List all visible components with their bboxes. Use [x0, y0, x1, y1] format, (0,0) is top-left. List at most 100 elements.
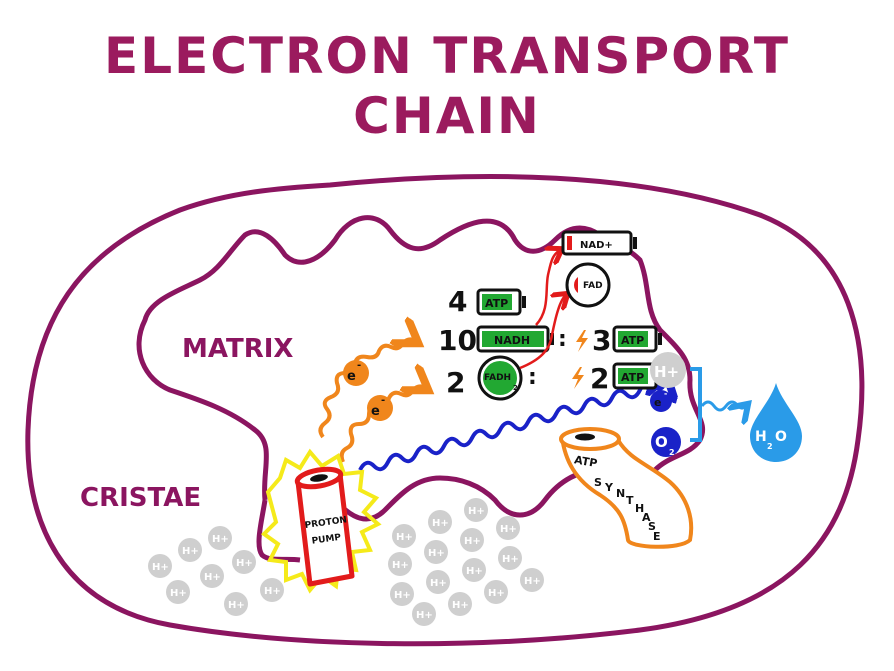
proton-reactant-label: H+: [654, 363, 679, 381]
proton-label: H+: [430, 578, 447, 589]
proton-label: H+: [212, 534, 229, 545]
water-drop: H 2 O: [750, 383, 802, 462]
proton-ion: H+: [232, 550, 256, 574]
proton-pump-label-2: PUMP: [311, 533, 342, 547]
cristae-label: CRISTAE: [80, 483, 201, 513]
lightning-icon: [572, 367, 584, 389]
proton-label: H+: [392, 560, 409, 571]
atp-label: ATP: [621, 334, 644, 347]
proton-label: H+: [228, 600, 245, 611]
proton-label: H+: [182, 546, 199, 557]
proton-label: H+: [428, 548, 445, 559]
water-o-label: O: [775, 429, 787, 445]
electron-particle-upper: e -: [343, 360, 369, 386]
proton-label: H+: [264, 586, 281, 597]
proton-label: H+: [416, 610, 433, 621]
water-subscript: 2: [767, 442, 773, 451]
proton-label: H+: [204, 572, 221, 583]
atp-synthase-label: ATP: [573, 453, 598, 470]
electron-reactant: e -: [650, 389, 672, 412]
proton-ion: H+: [462, 558, 486, 582]
fadh-to-fad-arrow: [519, 295, 566, 370]
proton-ion: H+: [412, 602, 436, 626]
oxygen-subscript: 2: [669, 448, 675, 457]
electron-particle-lower: e -: [367, 395, 393, 421]
fad-circle: FAD: [565, 262, 611, 308]
proton-ion: H+: [388, 552, 412, 576]
atp-label: ATP: [621, 371, 644, 384]
synthase-letter: E: [653, 530, 661, 543]
electron-charge: -: [381, 395, 385, 406]
nadh-ratio-separator: :: [558, 327, 567, 352]
electron-charge: -: [664, 389, 667, 398]
proton-ion: H+: [166, 580, 190, 604]
nad-plus-battery: NAD+: [561, 230, 637, 256]
proton-ion: H+: [498, 546, 522, 570]
proton-label: H+: [432, 518, 449, 529]
electron-label: e: [371, 404, 380, 419]
proton-cluster: H+H+H+H+H+H+H+H+H+H+H+H+H+H+H+H+H+H+H+H+…: [148, 498, 544, 626]
synthase-letter: S: [648, 520, 656, 533]
water-h-label: H: [755, 429, 767, 445]
proton-pump-glow: [260, 448, 382, 594]
nadh-label: NADH: [494, 334, 530, 347]
nadh-count: 10: [438, 324, 477, 357]
electron-label: e: [654, 396, 661, 409]
electron-label: e: [347, 369, 356, 384]
proton-ion: H+: [496, 516, 520, 540]
proton-ion: H+: [392, 524, 416, 548]
proton-ion: H+: [148, 554, 172, 578]
proton-ion: H+: [464, 498, 488, 522]
proton-ion: H+: [224, 592, 248, 616]
fad-label: FAD: [583, 281, 603, 291]
synthase-letter: A: [642, 511, 651, 524]
proton-label: H+: [394, 590, 411, 601]
proton-label: H+: [464, 536, 481, 547]
proton-label: H+: [488, 588, 505, 599]
reaction-bracket: [690, 367, 702, 442]
nadh-atp-count: 3: [592, 324, 611, 357]
proton-label: H+: [468, 506, 485, 517]
nad-label: NAD+: [580, 240, 613, 251]
atp-battery-2: ATP: [612, 325, 662, 353]
synthase-letter: Y: [604, 481, 614, 494]
synthase-letter: S: [594, 476, 602, 489]
fadh-subscript: 2: [513, 384, 518, 392]
inner-membrane: [136, 215, 706, 522]
proton-label: H+: [236, 558, 253, 569]
fadh2-circle: FADH 2: [477, 355, 523, 401]
proton-ion: H+: [426, 570, 450, 594]
title-line-1: ELECTRON TRANSPORT: [104, 27, 790, 85]
title-line-2: CHAIN: [353, 87, 541, 145]
proton-pump: PROTON PUMP: [294, 466, 355, 587]
nadh-battery: NADH: [476, 325, 554, 353]
atp-label: ATP: [485, 297, 508, 310]
nadh-to-nad-arrow: [535, 250, 560, 326]
proton-ion: H+: [484, 580, 508, 604]
electron-path-blue: [358, 380, 666, 472]
synthase-letter: T: [626, 494, 634, 507]
fadh-atp-count: 2: [590, 362, 609, 395]
proton-label: H+: [502, 554, 519, 565]
proton-label: H+: [396, 532, 413, 543]
proton-ion: H+: [424, 540, 448, 564]
matrix-label: MATRIX: [182, 334, 293, 364]
proton-label: H+: [500, 524, 517, 535]
reaction-arrow: [700, 402, 746, 410]
proton-ion: H+: [260, 578, 284, 602]
proton-label: H+: [170, 588, 187, 599]
outer-membrane: [25, 174, 865, 647]
inner-membrane-left-fold: [256, 499, 301, 563]
proton-ion: H+: [460, 528, 484, 552]
proton-ion: H+: [520, 568, 544, 592]
electron-charge: -: [357, 360, 361, 371]
oxygen-reactant: O 2: [651, 427, 681, 457]
proton-label: H+: [452, 600, 469, 611]
synthase-letter: H: [635, 502, 644, 515]
atp-count: 4: [448, 285, 467, 318]
atp-battery-3: ATP: [612, 362, 662, 390]
